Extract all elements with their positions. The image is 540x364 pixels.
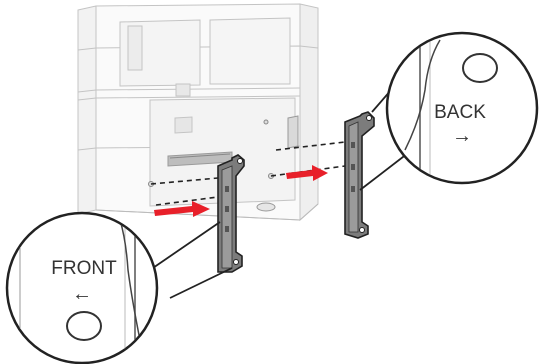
back-bracket	[345, 112, 374, 238]
front-arrow-icon: ←	[72, 283, 92, 305]
front-callout: FRONT ←	[7, 200, 232, 364]
front-label: FRONT	[51, 258, 117, 279]
back-callout: BACK →	[360, 20, 537, 200]
back-arrow-icon: →	[452, 125, 472, 147]
printer-body	[78, 4, 318, 220]
back-label: BACK	[434, 102, 486, 123]
